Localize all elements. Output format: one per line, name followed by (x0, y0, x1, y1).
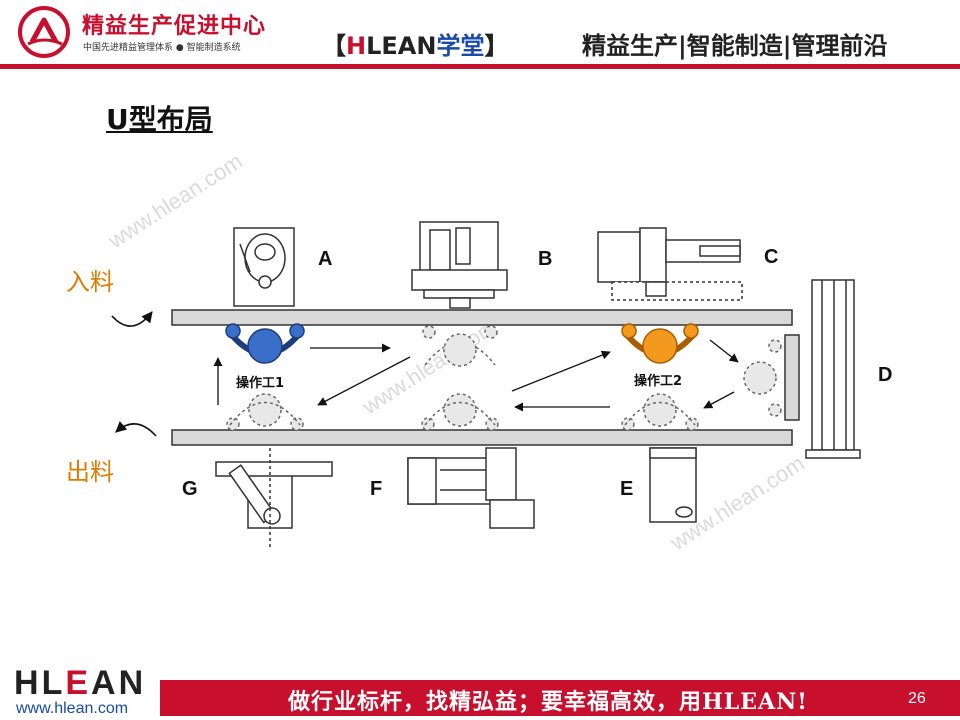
operator-2-icon (621, 323, 699, 364)
station-b-label: B (538, 248, 553, 270)
brand-xuetang: 学堂 (436, 32, 485, 60)
operator-1-icon (225, 323, 305, 364)
machine-e-icon (649, 447, 697, 523)
station-a-label: A (318, 248, 333, 270)
output-arrow-icon (115, 421, 157, 437)
footer-slogan: 做行业标杆，找精弘益；要幸福高效，用HLEAN! (288, 689, 808, 715)
page-number: 26 (908, 690, 926, 707)
operator-1-label: 操作工1 (236, 376, 285, 391)
footer-logo-h: H (14, 664, 42, 702)
input-label: 入料 (66, 268, 114, 296)
brand-lean: LEAN (366, 32, 437, 60)
org-logo-icon (18, 6, 70, 58)
brand-open: 【 (322, 32, 346, 60)
station-f-label: F (370, 478, 383, 500)
machine-g-icon (215, 448, 333, 548)
header: 精益生产促进中心 中国先进精益管理体系 ● 智能制造系统 【HLEAN学堂】 精… (0, 0, 960, 70)
header-tagline: 精益生产|智能制造|管理前沿 (582, 32, 888, 60)
station-g-label: G (182, 478, 198, 500)
brand-close: 】 (484, 32, 509, 60)
footer-url[interactable]: www.hlean.com (16, 700, 129, 717)
machine-d-icon (805, 279, 861, 459)
operator-position-marker (226, 393, 304, 431)
top-conveyor (171, 309, 793, 326)
machine-b-icon (411, 221, 508, 309)
operator-position-marker (621, 393, 699, 431)
footer-logo: HLEAN (14, 664, 146, 703)
footer-logo-e: E (65, 664, 92, 702)
operator-position-marker (421, 393, 499, 431)
org-subtitle: 中国先进精益管理体系 ● 智能制造系统 (83, 43, 241, 53)
operator-2-label: 操作工2 (634, 374, 683, 389)
output-label: 出料 (66, 458, 114, 486)
machine-f-icon (407, 447, 535, 529)
end-plate (784, 334, 800, 421)
brand-title: 【HLEAN学堂】 (322, 26, 508, 61)
operator-position-marker (743, 339, 782, 417)
flow-arrows (213, 339, 739, 412)
bottom-conveyor (171, 429, 793, 446)
machine-c-icon (597, 227, 743, 301)
header-divider (0, 64, 960, 69)
station-d-label: D (878, 364, 893, 386)
footer-logo-l: L (41, 664, 66, 702)
station-e-label: E (620, 478, 634, 500)
footer-bar (160, 680, 960, 716)
brand-h: H (346, 32, 367, 60)
machine-a-icon (233, 227, 295, 307)
org-name: 精益生产促进中心 (82, 14, 267, 39)
operator-position-marker (422, 325, 498, 367)
station-c-label: C (764, 246, 779, 268)
input-arrow-icon (111, 311, 153, 327)
page-title: U型布局 (106, 103, 213, 136)
footer-logo-an: AN (91, 664, 147, 702)
